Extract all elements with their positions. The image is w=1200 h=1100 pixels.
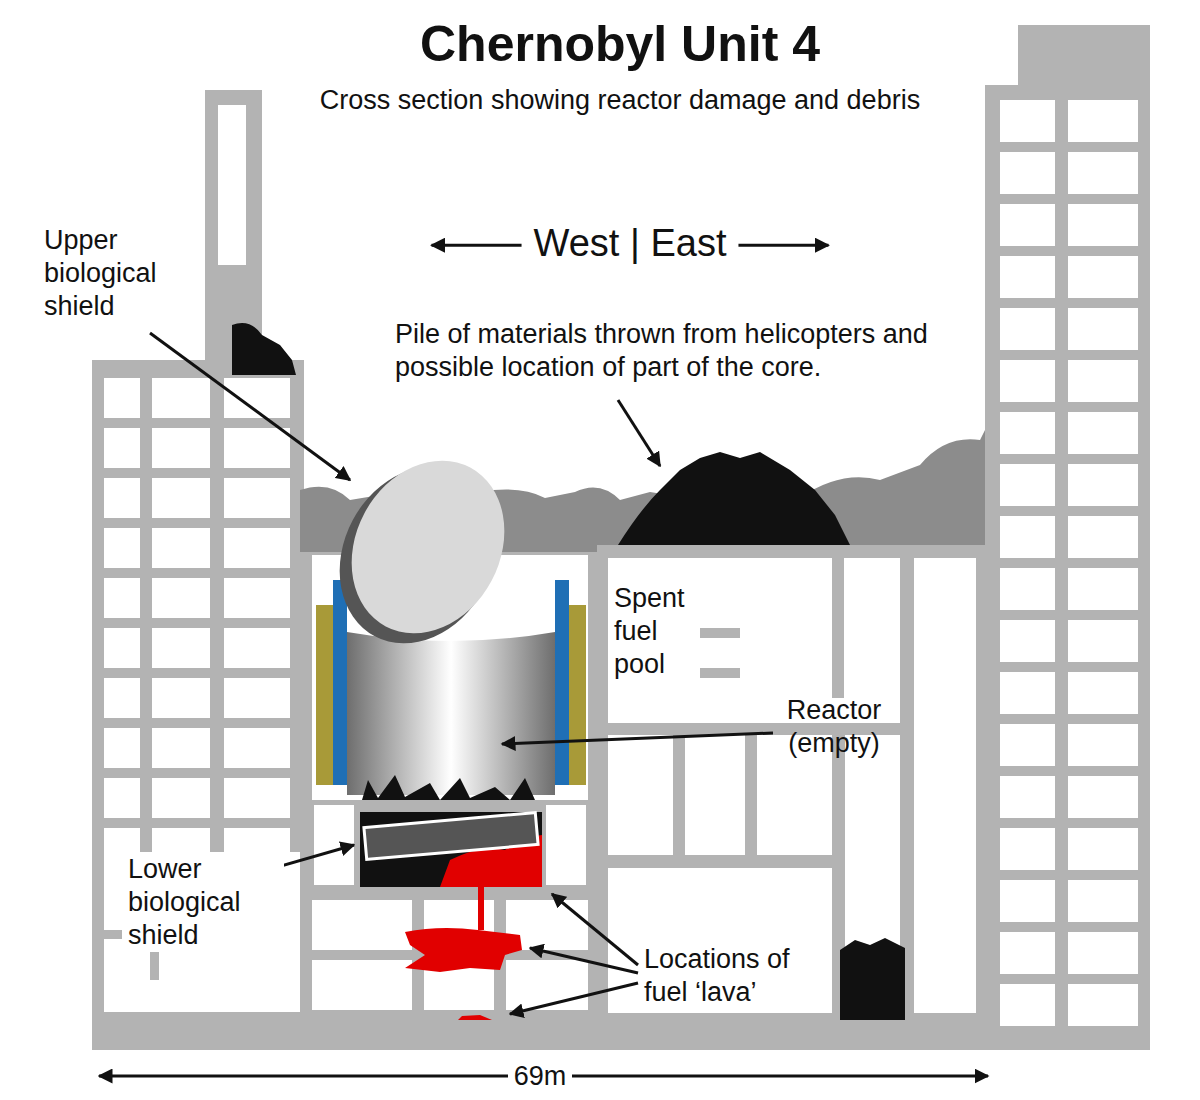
room <box>1068 776 1138 818</box>
room <box>104 478 140 518</box>
room <box>1000 204 1055 246</box>
room <box>152 428 210 468</box>
room <box>104 528 140 568</box>
room <box>1000 880 1055 922</box>
direction-arrow <box>738 244 828 247</box>
direction-arrow <box>432 244 522 247</box>
room <box>104 378 140 418</box>
room <box>152 778 210 818</box>
room <box>1000 724 1055 766</box>
room <box>1068 568 1138 610</box>
fuel-lava <box>405 885 522 1020</box>
title: Chernobyl Unit 4 <box>420 14 820 75</box>
lower-biological-shield <box>360 775 542 887</box>
room <box>1068 204 1138 246</box>
room <box>1000 256 1055 298</box>
direction-label: West | East <box>528 220 733 266</box>
room <box>224 528 290 568</box>
room <box>1068 724 1138 766</box>
room <box>1000 568 1055 610</box>
room <box>1000 152 1055 194</box>
room <box>1000 412 1055 454</box>
room <box>104 578 140 618</box>
room <box>152 378 210 418</box>
part-label: Reactor (empty) <box>774 694 894 760</box>
room <box>1000 672 1055 714</box>
subtitle: Cross section showing reactor damage and… <box>320 84 920 117</box>
room <box>506 960 588 1010</box>
room <box>1068 152 1138 194</box>
room <box>224 478 290 518</box>
callout-note: Locations of fuel ‘lava’ <box>644 943 824 1009</box>
room <box>1068 412 1138 454</box>
inner-walls <box>104 558 844 980</box>
room <box>224 578 290 618</box>
upper-biological-shield <box>309 434 533 671</box>
room <box>1068 880 1138 922</box>
room <box>224 778 290 818</box>
room <box>1068 308 1138 350</box>
room <box>1000 464 1055 506</box>
room <box>152 628 210 668</box>
building-rooms <box>104 100 1138 1026</box>
room <box>224 678 290 718</box>
dimension: 69m <box>508 1060 573 1093</box>
room <box>152 528 210 568</box>
room <box>224 628 290 668</box>
room <box>104 728 140 768</box>
room <box>1068 932 1138 974</box>
room <box>1068 256 1138 298</box>
debris-block <box>840 938 905 1020</box>
debris-on-tower <box>232 323 296 375</box>
part-label: Lower biological shield <box>122 853 284 952</box>
room <box>104 428 140 468</box>
room <box>312 960 412 1010</box>
leader-lines <box>99 333 988 1076</box>
room <box>1068 516 1138 558</box>
room <box>1000 308 1055 350</box>
room <box>1068 828 1138 870</box>
room <box>1068 100 1138 142</box>
room <box>152 728 210 768</box>
room <box>1000 932 1055 974</box>
room <box>1068 984 1138 1026</box>
room <box>1000 828 1055 870</box>
room <box>152 678 210 718</box>
room <box>224 428 290 468</box>
room <box>1068 672 1138 714</box>
room <box>1000 100 1055 142</box>
building-walls <box>92 25 1150 1050</box>
part-label: Upper biological shield <box>44 224 194 323</box>
room <box>1000 984 1055 1026</box>
part-label: Spent fuel pool <box>614 582 704 681</box>
room <box>152 478 210 518</box>
room <box>1000 516 1055 558</box>
room <box>1068 464 1138 506</box>
callout-note: Pile of materials thrown from helicopter… <box>395 318 970 384</box>
room <box>1068 620 1138 662</box>
room <box>1000 360 1055 402</box>
room <box>1068 360 1138 402</box>
room <box>104 678 140 718</box>
room <box>104 628 140 668</box>
room <box>312 900 412 950</box>
room <box>152 578 210 618</box>
room <box>1000 620 1055 662</box>
fixed-rooms <box>104 105 976 1020</box>
room <box>1000 776 1055 818</box>
room <box>224 728 290 768</box>
helicopter-material-pile <box>618 452 850 545</box>
room <box>104 778 140 818</box>
